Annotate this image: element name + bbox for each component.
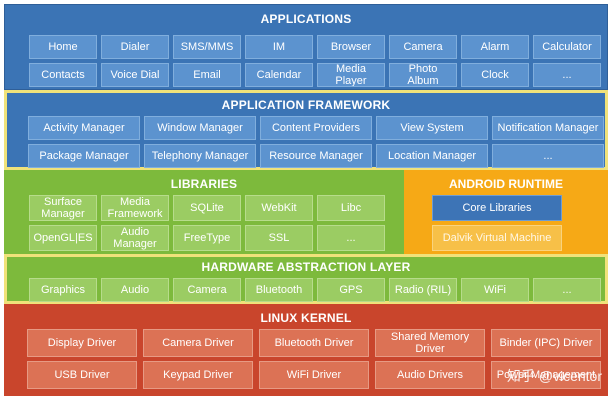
app-more: ... [533, 63, 601, 87]
framework-title: APPLICATION FRAMEWORK [221, 98, 391, 112]
hal-wifi: WiFi [461, 278, 529, 302]
fw-location-manager: Location Manager [376, 144, 488, 168]
lib-more: ... [317, 225, 385, 251]
kernel-bluetooth-driver: Bluetooth Driver [259, 329, 369, 357]
app-home: Home [29, 35, 97, 59]
fw-more: ... [492, 144, 604, 168]
hal-bluetooth: Bluetooth [245, 278, 313, 302]
hal-title: HARDWARE ABSTRACTION LAYER [201, 260, 411, 274]
fw-view-system: View System [376, 116, 488, 140]
hal-graphics: Graphics [29, 278, 97, 302]
android-runtime-layer: ANDROID RUNTIME Core Libraries Dalvik Vi… [404, 170, 608, 254]
kernel-power-management: Power Management [491, 361, 601, 389]
fw-package-manager: Package Manager [28, 144, 140, 168]
fw-telephony-manager: Telephony Manager [144, 144, 256, 168]
fw-window-manager: Window Manager [144, 116, 256, 140]
kernel-camera-driver: Camera Driver [143, 329, 253, 357]
kernel-display-driver: Display Driver [27, 329, 137, 357]
lib-libc: Libc [317, 195, 385, 221]
rt-dalvik-vm: Dalvik Virtual Machine [432, 225, 562, 251]
kernel-wifi-driver: WiFi Driver [259, 361, 369, 389]
app-clock: Clock [461, 63, 529, 87]
kernel-binder-ipc-driver: Binder (IPC) Driver [491, 329, 601, 357]
app-calendar: Calendar [245, 63, 313, 87]
lib-audio-manager: Audio Manager [101, 225, 169, 251]
kernel-audio-drivers: Audio Drivers [375, 361, 485, 389]
lib-freetype: FreeType [173, 225, 241, 251]
app-photo-album: Photo Album [389, 63, 457, 87]
fw-resource-manager: Resource Manager [260, 144, 372, 168]
app-browser: Browser [317, 35, 385, 59]
linux-kernel-title: LINUX KERNEL [260, 311, 352, 325]
app-calculator: Calculator [533, 35, 601, 59]
framework-layer: APPLICATION FRAMEWORK Activity Manager W… [4, 90, 608, 170]
lib-media-framework: Media Framework [101, 195, 169, 221]
hal-layer: HARDWARE ABSTRACTION LAYER Graphics Audi… [4, 254, 608, 304]
app-alarm: Alarm [461, 35, 529, 59]
libraries-title: LIBRARIES [170, 177, 238, 191]
app-im: IM [245, 35, 313, 59]
lib-opengl-es: OpenGL|ES [29, 225, 97, 251]
app-media-player: Media Player [317, 63, 385, 87]
hal-gps: GPS [317, 278, 385, 302]
applications-layer: APPLICATIONS Home Dialer SMS/MMS IM Brow… [4, 4, 608, 90]
android-runtime-title: ANDROID RUNTIME [449, 177, 563, 191]
app-dialer: Dialer [101, 35, 169, 59]
kernel-shared-memory-driver: Shared Memory Driver [375, 329, 485, 357]
app-voice-dial: Voice Dial [101, 63, 169, 87]
lib-ssl: SSL [245, 225, 313, 251]
app-contacts: Contacts [29, 63, 97, 87]
watermark-text: 知乎 @vicentor [506, 368, 602, 384]
app-email: Email [173, 63, 241, 87]
kernel-usb-driver: USB Driver [27, 361, 137, 389]
linux-kernel-layer: LINUX KERNEL Display Driver Camera Drive… [4, 304, 608, 396]
libraries-layer: LIBRARIES Surface Manager Media Framewor… [4, 170, 404, 254]
rt-core-libraries: Core Libraries [432, 195, 562, 221]
fw-activity-manager: Activity Manager [28, 116, 140, 140]
hal-camera: Camera [173, 278, 241, 302]
app-camera: Camera [389, 35, 457, 59]
hal-radio-ril: Radio (RIL) [389, 278, 457, 302]
fw-notification-manager: Notification Manager [492, 116, 604, 140]
kernel-keypad-driver: Keypad Driver [143, 361, 253, 389]
app-sms-mms: SMS/MMS [173, 35, 241, 59]
watermark: 知乎 @vicentor [507, 366, 602, 386]
lib-sqlite: SQLite [173, 195, 241, 221]
lib-webkit: WebKit [245, 195, 313, 221]
hal-audio: Audio [101, 278, 169, 302]
fw-content-providers: Content Providers [260, 116, 372, 140]
applications-title: APPLICATIONS [260, 12, 352, 26]
hal-more: ... [533, 278, 601, 302]
lib-surface-manager: Surface Manager [29, 195, 97, 221]
